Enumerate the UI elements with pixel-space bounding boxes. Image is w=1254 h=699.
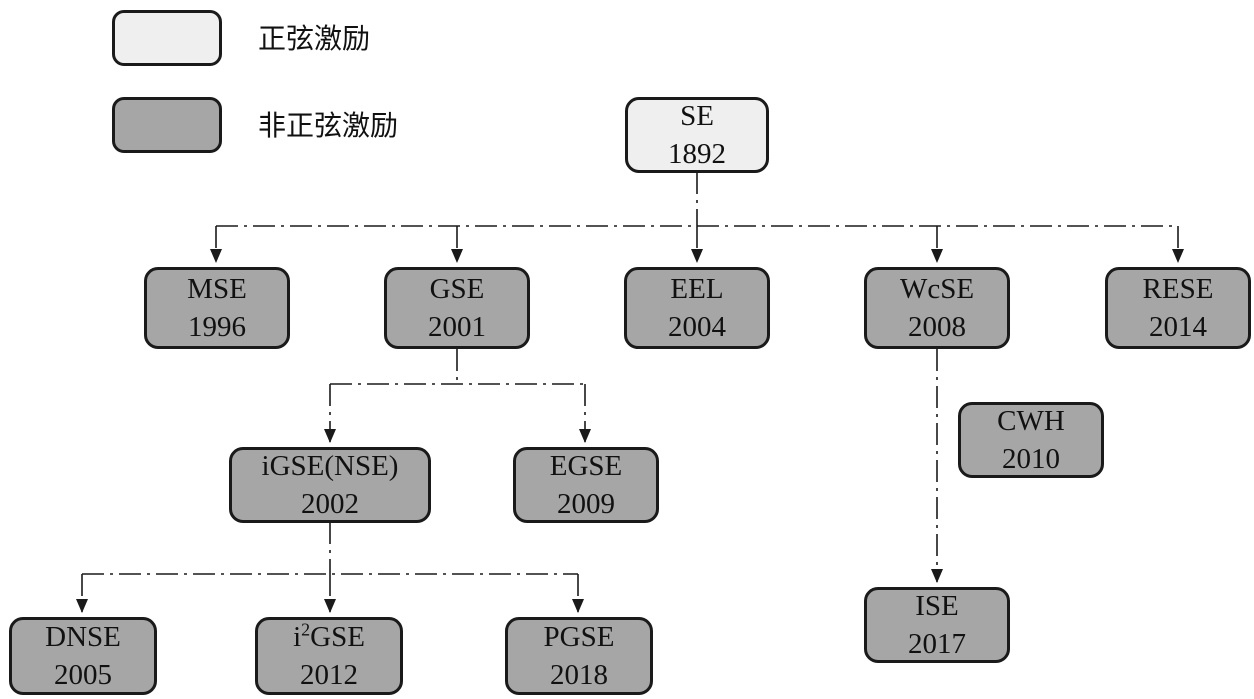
node-egse-name: EGSE	[549, 450, 623, 482]
node-se: SE 1892	[625, 97, 769, 173]
node-gse: GSE 2001	[384, 267, 530, 349]
node-rese: RESE 2014	[1105, 267, 1251, 349]
legend-non-sinusoidal-label: 非正弦激励	[258, 109, 399, 142]
node-ise-year: 2017	[908, 628, 966, 660]
node-i2gse-name: i2GSE	[293, 618, 365, 656]
node-igse-name: iGSE(NSE)	[261, 450, 399, 482]
node-i2gse-name-suffix: GSE	[310, 621, 365, 653]
node-pgse-year: 2018	[550, 659, 608, 691]
legend-sinusoidal-label: 正弦激励	[258, 22, 371, 55]
node-eel: EEL 2004	[624, 267, 770, 349]
node-dnse: DNSE 2005	[9, 617, 157, 695]
node-se-name: SE	[680, 100, 714, 132]
node-i2gse: i2GSE 2012	[255, 617, 403, 695]
node-rese-year: 2014	[1149, 311, 1207, 343]
node-egse: EGSE 2009	[513, 447, 659, 523]
node-pgse: PGSE 2018	[505, 617, 653, 695]
node-ise: ISE 2017	[864, 587, 1010, 663]
node-pgse-name: PGSE	[543, 621, 615, 653]
legend-non-sinusoidal-swatch	[112, 97, 222, 153]
node-wcse-name: WcSE	[899, 273, 975, 305]
node-dnse-year: 2005	[54, 659, 112, 691]
node-i2gse-year: 2012	[300, 659, 358, 691]
node-dnse-name: DNSE	[45, 621, 121, 653]
node-mse-name: MSE	[187, 273, 247, 305]
node-i2gse-name-prefix: i	[293, 621, 302, 653]
node-i2gse-name-sup: 2	[301, 619, 311, 640]
node-egse-year: 2009	[557, 488, 615, 520]
node-gse-year: 2001	[428, 311, 486, 343]
node-cwh-name: CWH	[997, 405, 1065, 437]
node-se-year: 1892	[668, 138, 726, 170]
node-eel-year: 2004	[668, 311, 726, 343]
node-mse-year: 1996	[188, 311, 246, 343]
node-ise-name: ISE	[915, 590, 959, 622]
node-wcse: WcSE 2008	[864, 267, 1010, 349]
node-igse: iGSE(NSE) 2002	[229, 447, 431, 523]
node-wcse-year: 2008	[908, 311, 966, 343]
node-rese-name: RESE	[1142, 273, 1214, 305]
node-eel-name: EEL	[670, 273, 724, 305]
node-gse-name: GSE	[429, 273, 485, 305]
node-cwh-year: 2010	[1002, 443, 1060, 475]
node-mse: MSE 1996	[144, 267, 290, 349]
node-igse-year: 2002	[301, 488, 359, 520]
node-cwh: CWH 2010	[958, 402, 1104, 478]
legend-sinusoidal-swatch	[112, 10, 222, 66]
